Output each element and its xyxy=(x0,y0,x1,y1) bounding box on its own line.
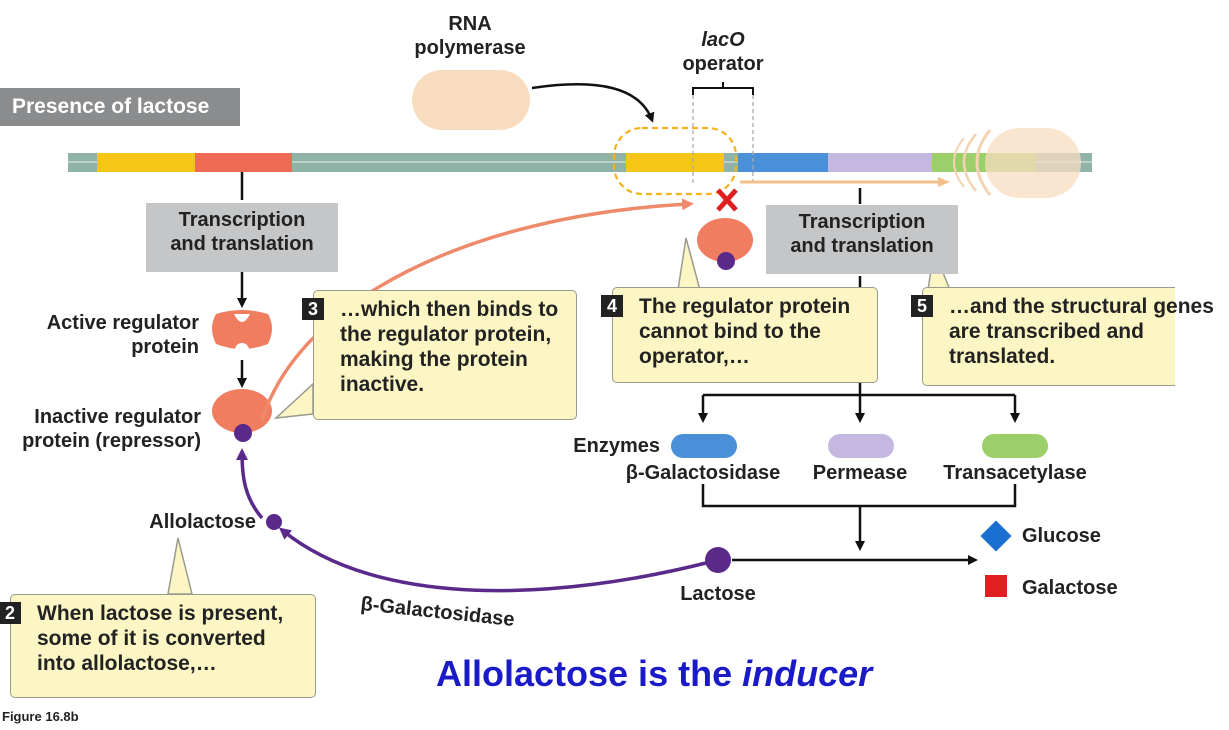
transcription-right-line2: and translation xyxy=(790,235,934,257)
beta-galactosidase-label: β-Galactosidase xyxy=(625,462,781,484)
active-regulator-label: Active regulator protein xyxy=(0,311,199,359)
transcription-right-line1: Transcription xyxy=(798,211,926,233)
lac-operator-line1: lacO xyxy=(701,29,745,51)
dna-strand xyxy=(68,153,1092,172)
step-3-text: …which then binds to the regulator prote… xyxy=(340,298,559,396)
operon-diagram: Presence of lactose RNA polymerase lacO … xyxy=(0,12,1214,724)
inducer-prefix: Allolactose is the xyxy=(436,653,743,694)
inactive-regulator-label: Inactive regulator protein (repressor) xyxy=(0,405,201,453)
transcription-left-line1: Transcription xyxy=(178,209,306,231)
lac-operator-label: lacO operator xyxy=(663,28,783,76)
rna-polymerase-shape xyxy=(412,70,530,130)
allolactose-dot xyxy=(266,514,282,530)
inactive-regulator-line2: protein (repressor) xyxy=(22,430,201,452)
allolactose-label: Allolactose xyxy=(149,511,256,533)
galactose-icon xyxy=(985,575,1007,597)
step-5-number: 5 xyxy=(911,295,933,317)
step-2-text: When lactose is present, some of it is c… xyxy=(37,602,284,675)
callout-step-2: 2 When lactose is present, some of it is… xyxy=(0,594,316,698)
gene-regulator-promoter xyxy=(97,153,195,172)
rna-polymerase-transcribing xyxy=(985,128,1081,198)
galactose-label: Galactose xyxy=(1022,577,1118,599)
transcription-translation-left: Transcription and translation xyxy=(146,203,338,272)
gene-lacZ xyxy=(738,153,828,172)
callout-step-5: 5 …and the structural genes are transcri… xyxy=(911,287,1214,386)
inactive-repressor-near-operator xyxy=(697,218,753,270)
diagram-graphics xyxy=(68,70,1092,597)
glucose-icon xyxy=(980,520,1012,552)
rna-polymerase-line1: RNA xyxy=(448,13,492,35)
promoter-segment xyxy=(626,153,724,172)
transacetylase-enzyme-shape xyxy=(982,434,1048,458)
beta-galactosidase-enzyme-shape xyxy=(671,434,737,458)
lactose-label: Lactose xyxy=(680,583,756,605)
permease-label: Permease xyxy=(812,462,908,484)
rna-polymerase-label: RNA polymerase xyxy=(400,12,540,60)
inducer-statement: Allolactose is the inducer xyxy=(436,652,872,696)
inactive-regulator-line1: Inactive regulator xyxy=(34,406,201,428)
operator-bracket xyxy=(692,87,754,95)
lactose-dot xyxy=(705,547,731,573)
promoter-binding-outline xyxy=(612,126,738,196)
gene-regulator-coding xyxy=(195,153,292,172)
step-2-number: 2 xyxy=(0,602,21,624)
active-regulator-line1: Active regulator xyxy=(46,312,199,334)
lac-operator-line2: operator xyxy=(682,53,764,75)
figure-label: Figure 16.8b xyxy=(2,709,79,724)
enzymes-title: Enzymes xyxy=(573,435,660,457)
step-5-text: …and the structural genes are transcribe… xyxy=(949,295,1214,368)
step-3-number: 3 xyxy=(302,298,324,320)
rna-polymerase-line2: polymerase xyxy=(414,37,526,59)
callout-step-4: 4 The regulator protein cannot bind to t… xyxy=(601,287,878,383)
transcription-left-line2: and translation xyxy=(170,233,314,255)
gene-lacY xyxy=(828,153,932,172)
inactive-regulator-shape xyxy=(212,389,272,442)
glucose-label: Glucose xyxy=(1022,525,1101,547)
inducer-emphasis: inducer xyxy=(742,653,873,694)
active-regulator-line2: protein xyxy=(131,336,199,358)
permease-enzyme-shape xyxy=(828,434,894,458)
active-regulator-shape xyxy=(212,310,272,357)
callout-step-3: 3 …which then binds to the regulator pro… xyxy=(302,290,577,420)
transcription-translation-right: Transcription and translation xyxy=(766,205,958,274)
step-4-text: The regulator protein cannot bind to the… xyxy=(639,295,851,368)
blocked-binding-x-icon xyxy=(716,188,738,212)
step-4-number: 4 xyxy=(601,295,623,317)
transacetylase-label: Transacetylase xyxy=(943,462,1087,484)
section-banner: Presence of lactose xyxy=(0,88,240,126)
